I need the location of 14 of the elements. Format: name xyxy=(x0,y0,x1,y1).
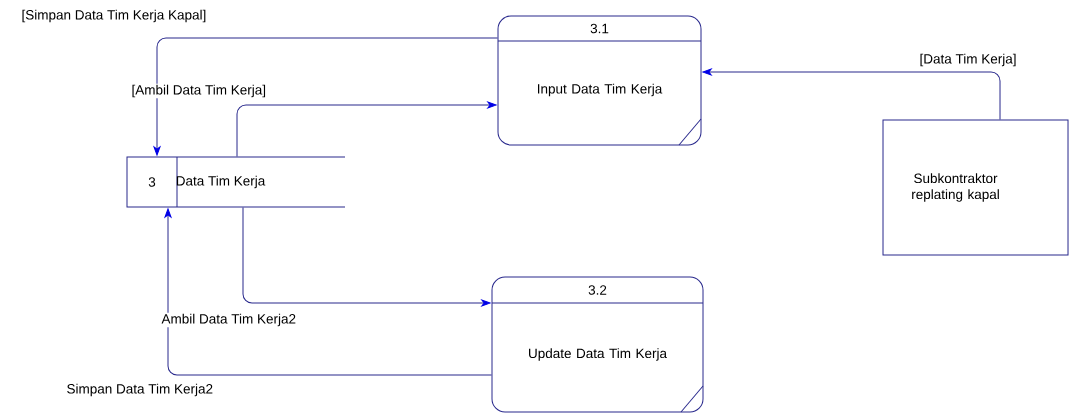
process-box: 3.1 Input Data Tim Kerja xyxy=(497,15,702,146)
arrow xyxy=(236,101,497,157)
arrow xyxy=(164,208,492,376)
process-box: 3.2 Update Data Tim Kerja xyxy=(491,276,704,413)
arrow xyxy=(242,207,491,307)
external-entity: Subkontraktor replating kapal xyxy=(882,119,1069,256)
edge-label: Ambil Data Tim Kerja2 xyxy=(160,312,298,328)
edge-label: [Simpan Data Tim Kerja Kapal] xyxy=(20,8,208,24)
edge-label: Simpan Data Tim Kerja2 xyxy=(65,382,215,398)
data-store: 3 Data Tim Kerja xyxy=(126,156,346,208)
edge-label: [Ambil Data Tim Kerja] xyxy=(130,83,268,99)
edge-label: [Data Tim Kerja] xyxy=(918,52,1018,68)
arrow xyxy=(702,68,1001,120)
arrow xyxy=(153,37,498,156)
